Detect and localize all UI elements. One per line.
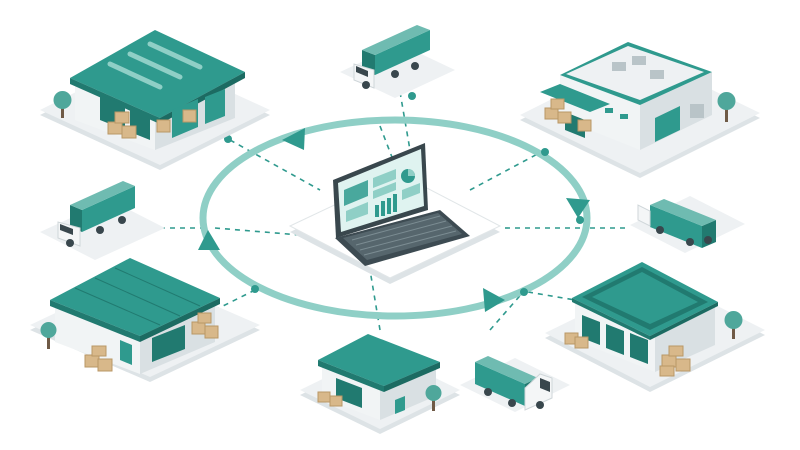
cycle-arrow-right-icon [566, 198, 590, 218]
tree-icon [717, 92, 736, 122]
cycle-arrow-top-icon [282, 128, 305, 150]
cargo-boxes-icon [84, 312, 219, 372]
warehouse-loading-dock-icon [545, 262, 765, 392]
connector-lines [160, 91, 630, 331]
delivery-truck-icon [630, 196, 745, 253]
cargo-boxes-icon [317, 391, 343, 407]
cargo-boxes-icon [544, 98, 592, 132]
cycle-arrow-left-icon [198, 230, 220, 250]
tree-icon [40, 322, 57, 349]
connector-truck-bottom [489, 289, 526, 331]
distribution-center-icon [520, 42, 760, 178]
ring-node-dot [576, 216, 584, 224]
connector-warehouse-bottom-right [527, 291, 576, 301]
delivery-truck-icon [40, 181, 165, 260]
laptop-dashboard-icon [288, 143, 502, 284]
tree-icon [724, 311, 743, 339]
cargo-boxes-icon [564, 332, 691, 377]
delivery-truck-icon [460, 356, 570, 412]
connector-hub-to-ring-left [214, 227, 301, 236]
connector-warehouse-top-left [229, 139, 321, 191]
cycle-arrow-bottom-icon [483, 288, 505, 312]
connector-factory-top-right [469, 149, 546, 191]
ring-node-dot [251, 285, 259, 293]
ring-node-dot [408, 92, 416, 100]
ring-node-dot [520, 288, 528, 296]
warehouse-loading-dock-icon [40, 30, 270, 170]
cargo-boxes-icon [107, 109, 197, 139]
delivery-truck-icon [340, 25, 455, 98]
connector-depot [369, 269, 381, 331]
tree-icon [425, 385, 442, 411]
connector-warehouse-bottom-left [214, 289, 256, 311]
warehouse-icon [30, 258, 260, 382]
ring-node-dot [541, 148, 549, 156]
tree-icon [53, 91, 72, 118]
small-depot-icon [300, 334, 460, 434]
